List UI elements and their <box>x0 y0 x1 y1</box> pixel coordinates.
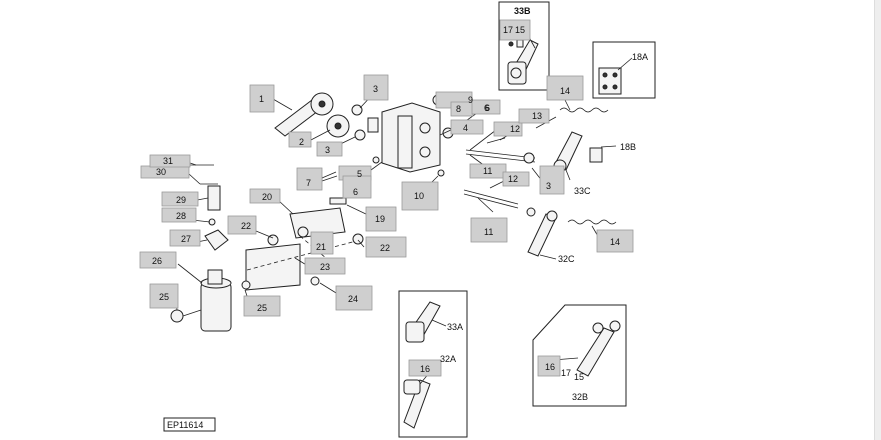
callout-3-top: 3 <box>373 84 378 94</box>
detail-box-33b <box>498 1 550 91</box>
callout-6-left: 6 <box>353 187 358 197</box>
callout-27: 27 <box>181 234 191 244</box>
callout-22-right: 22 <box>380 243 390 253</box>
detail-box-33a-32a <box>398 290 468 438</box>
callout-13: 13 <box>532 111 542 121</box>
label-33b: 33B <box>514 6 531 16</box>
plain-labels: 33B 18A 18B 33C 32C 33A 32A 32B 17 15 6 <box>440 6 648 402</box>
callout-29: 29 <box>176 195 186 205</box>
label-17-32b: 17 <box>561 368 571 378</box>
callout-31: 31 <box>163 156 173 166</box>
callout-6-right: 6 <box>485 103 490 113</box>
callout-26: 26 <box>152 256 162 266</box>
callout-20: 20 <box>262 192 272 202</box>
label-18a: 18A <box>632 52 648 62</box>
callout-3-gear: 3 <box>325 145 330 155</box>
callout-24: 24 <box>348 294 358 304</box>
callout-11-upper: 11 <box>483 166 492 176</box>
callout-16-b: 16 <box>545 362 555 372</box>
callout-15-33b: 15 <box>515 25 525 35</box>
label-32b: 32B <box>572 392 588 402</box>
callout-25-right: 25 <box>257 303 267 313</box>
callout-21: 21 <box>316 242 326 252</box>
callout-labels: 1 2 3 3 3 4 5 6 6 7 8 9 10 11 11 12 12 1… <box>152 25 620 374</box>
callout-17-33b: 17 <box>503 25 513 35</box>
page-scrollbar[interactable] <box>874 0 881 440</box>
label-33c: 33C <box>574 186 591 196</box>
callout-25-left: 25 <box>159 292 169 302</box>
detail-box-18a <box>592 41 656 99</box>
part-drawings <box>170 27 633 429</box>
callout-7: 7 <box>306 178 311 188</box>
callout-22-left: 22 <box>241 221 251 231</box>
figure-id-text: EP11614 <box>167 420 203 430</box>
callout-12-lower: 12 <box>508 174 518 184</box>
callout-1: 1 <box>259 94 264 104</box>
callout-3-right: 3 <box>546 181 551 191</box>
label-32a: 32A <box>440 354 456 364</box>
callout-23: 23 <box>320 262 330 272</box>
callout-12-upper: 12 <box>510 124 520 134</box>
callout-30: 30 <box>156 167 166 177</box>
callout-19: 19 <box>375 214 385 224</box>
label-6-extra: 6 <box>484 103 489 113</box>
callout-16-a: 16 <box>420 364 430 374</box>
callout-11-lower: 11 <box>484 227 493 237</box>
label-15-32b: 15 <box>574 372 584 382</box>
callout-14-top: 14 <box>560 86 570 96</box>
callout-2: 2 <box>299 137 304 147</box>
label-32c: 32C <box>558 254 575 264</box>
callout-28: 28 <box>176 211 186 221</box>
callout-5: 5 <box>357 169 362 179</box>
callout-10: 10 <box>414 191 424 201</box>
callout-4: 4 <box>463 123 468 133</box>
callout-8: 8 <box>456 104 461 114</box>
detail-box-32b <box>532 304 627 407</box>
label-33a: 33A <box>447 322 463 332</box>
callout-boxes <box>139 19 634 377</box>
callout-14-bottom: 14 <box>610 237 620 247</box>
callout-9: 9 <box>468 95 473 105</box>
label-18b: 18B <box>620 142 636 152</box>
figure-id: EP11614 <box>163 417 216 432</box>
